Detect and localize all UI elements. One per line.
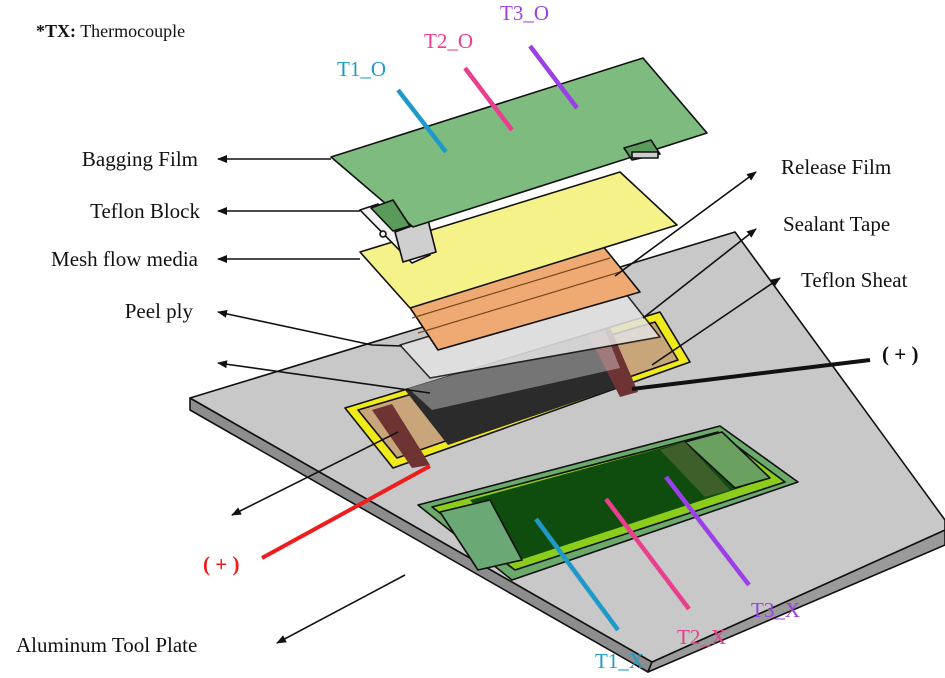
leader-peel-ply (217, 309, 403, 347)
leader-aluminum-plate (276, 574, 406, 644)
bagging-film-layer (330, 57, 708, 232)
leader-sealant-tape (642, 228, 757, 319)
label-sealant-tape: Sealant Tape (783, 212, 890, 236)
t2-o-wire (463, 66, 514, 132)
label-teflon-sheat: Teflon Sheat (801, 268, 908, 292)
aluminum-tool-plate (189, 231, 945, 673)
label-t1-o: T1_O (337, 57, 386, 81)
t3-o-wire (528, 44, 579, 110)
t1-x-wire (534, 517, 620, 632)
label-t2-o: T2_O (424, 29, 473, 53)
label-mesh-flow-media: Mesh flow media (51, 247, 199, 271)
t2-x-wire (604, 497, 691, 611)
leader-teflon-sheat (651, 277, 781, 366)
label-aluminum-tool-plate: Aluminum Tool Plate (16, 633, 197, 657)
legend-note: *TX: Thermocouple (36, 21, 185, 41)
leader-electrode (231, 431, 399, 516)
label-positive-red: ( + ) (203, 552, 239, 576)
teflon-block (359, 203, 437, 264)
label-bagging-film: Bagging Film (82, 147, 198, 171)
label-t2-x: T2_X (677, 625, 726, 649)
label-peel-ply: Peel ply (125, 299, 194, 323)
positive-lead-black (631, 358, 871, 391)
label-t3-o: T3_O (500, 1, 549, 25)
positive-lead-red (261, 464, 431, 560)
label-t1-x: T1_X (595, 649, 644, 673)
label-t3-x: T3_X (751, 598, 800, 622)
t1-o-wire (396, 88, 448, 154)
label-positive-black: ( + ) (882, 342, 918, 366)
leader-laminate (217, 360, 431, 394)
mesh-flow-media-layer (359, 171, 678, 309)
t3-x-wire (664, 475, 751, 587)
label-teflon-block: Teflon Block (90, 199, 200, 223)
leader-release-film (614, 171, 757, 277)
label-release-film: Release Film (781, 155, 891, 179)
